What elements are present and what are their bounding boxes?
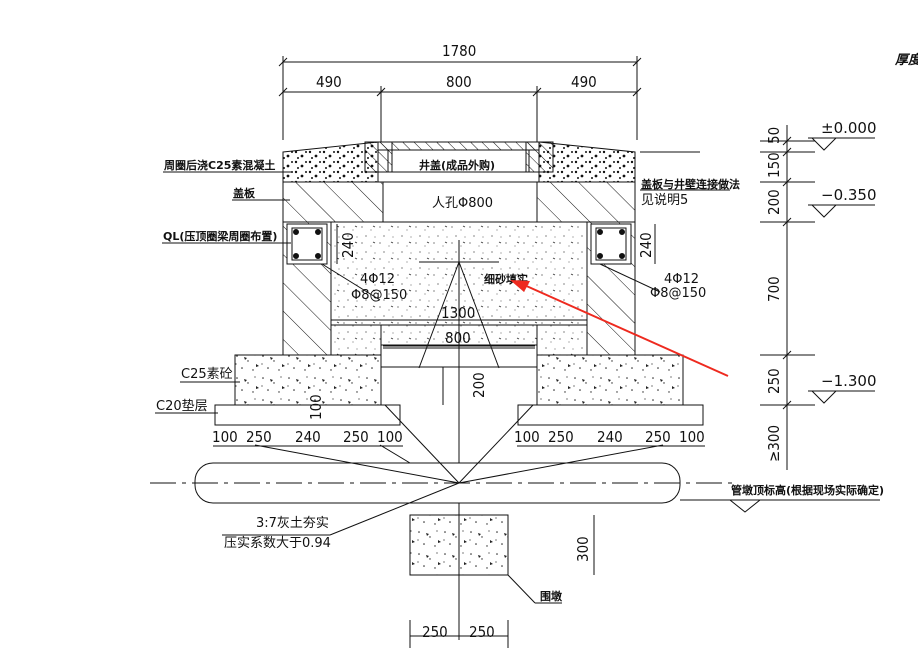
label-connect-note-2: 见说明5 (641, 193, 688, 208)
dim-base-1: 250 (246, 428, 272, 446)
dim-left-wall: 490 (316, 73, 342, 91)
wall-left (282, 221, 332, 356)
leader-lines (155, 171, 730, 414)
dim-base-8: 250 (645, 428, 671, 446)
pier-dim-lines (409, 515, 595, 648)
inner-dim-lines (331, 319, 587, 405)
dim-inner-800: 800 (445, 329, 471, 347)
dim-ring-beam-right: 240 (637, 232, 655, 258)
ring-beam-dim-lines (336, 224, 656, 264)
vdim-150: 150 (765, 152, 783, 178)
surface-concrete (282, 141, 636, 183)
annotation-arrow (510, 280, 729, 377)
dim-base-5: 100 (514, 428, 540, 446)
vdim-50: 50 (765, 127, 783, 144)
label-rebar-stirrup-left: Φ8@150 (351, 288, 407, 303)
dim-base-6: 250 (548, 428, 574, 446)
dim-base-0: 100 (212, 428, 238, 446)
dim-inner-1300: 1300 (441, 304, 475, 322)
manhole-cover (364, 141, 554, 173)
dim-base-100: 100 (307, 394, 325, 420)
c25-base-left (234, 354, 382, 406)
elevation-marker-1 (808, 204, 875, 218)
dim-pier-width-0: 250 (422, 623, 448, 641)
vdim-300: ≥300 (765, 425, 783, 462)
label-rebar-main-left: 4Φ12 (360, 272, 395, 287)
elevation-1: −0.350 (821, 186, 877, 204)
pier-leader (507, 574, 562, 604)
elevation-2: −1.300 (821, 372, 877, 390)
label-compaction: 压实系数大于0.94 (224, 536, 331, 551)
dim-base-2: 240 (295, 428, 321, 446)
dim-base-7: 240 (597, 428, 623, 446)
dim-overall-width: 1780 (442, 42, 476, 60)
dim-cushion-200: 200 (470, 372, 488, 398)
label-manhole-cover: 井盖(成品外购) (419, 158, 495, 172)
dim-base-9: 100 (679, 428, 705, 446)
top-dimension-lines (278, 56, 642, 142)
label-manhole: 人孔Φ800 (432, 196, 493, 211)
pipe-top-marker (680, 499, 880, 513)
wall-right (586, 221, 636, 356)
dim-ring-beam-left: 240 (339, 232, 357, 258)
label-ql: QL(压顶圈梁周圈布置) (163, 229, 277, 243)
label-pier: 围墩 (540, 589, 563, 603)
elevation-marker-0 (808, 137, 875, 151)
label-c25-plain: C25素砼 (181, 367, 233, 382)
lime-soil-lines (222, 404, 664, 536)
label-rebar-stirrup-right: Φ8@150 (650, 286, 706, 301)
label-cover-plate: 盖板 (233, 186, 256, 200)
vdim-700: 700 (765, 276, 783, 302)
vdim-200: 200 (765, 189, 783, 215)
label-c25-ring: 周圈后浇C25素混凝土 (164, 158, 275, 172)
vdim-250: 250 (765, 368, 783, 394)
dim-pier-300: 300 (574, 536, 592, 562)
corner-text: 厚度 (894, 52, 918, 68)
dim-base-3: 250 (343, 428, 369, 446)
cover-slab (282, 181, 636, 223)
pier-block (409, 514, 509, 576)
elevation-marker-2 (808, 390, 875, 404)
c20-cushion-right (517, 404, 704, 426)
label-pipe-top: 管墩顶标高(根据现场实际确定) (731, 483, 884, 497)
c20-cushion-left (214, 404, 401, 426)
elevation-0: ±0.000 (821, 119, 877, 137)
dim-base-4: 100 (377, 428, 403, 446)
c25-base-right (536, 354, 684, 406)
label-lime-soil: 3:7灰土夯实 (256, 516, 329, 531)
label-c20-cushion: C20垫层 (156, 398, 208, 414)
vertical-dim-lines (640, 125, 815, 470)
dim-opening: 800 (446, 73, 472, 91)
dim-pier-width-1: 250 (469, 623, 495, 641)
dim-right-wall: 490 (571, 73, 597, 91)
label-connect-note-1: 盖板与井壁连接做法 (641, 177, 740, 191)
pipe (150, 462, 735, 504)
label-rebar-main-right: 4Φ12 (664, 272, 699, 287)
